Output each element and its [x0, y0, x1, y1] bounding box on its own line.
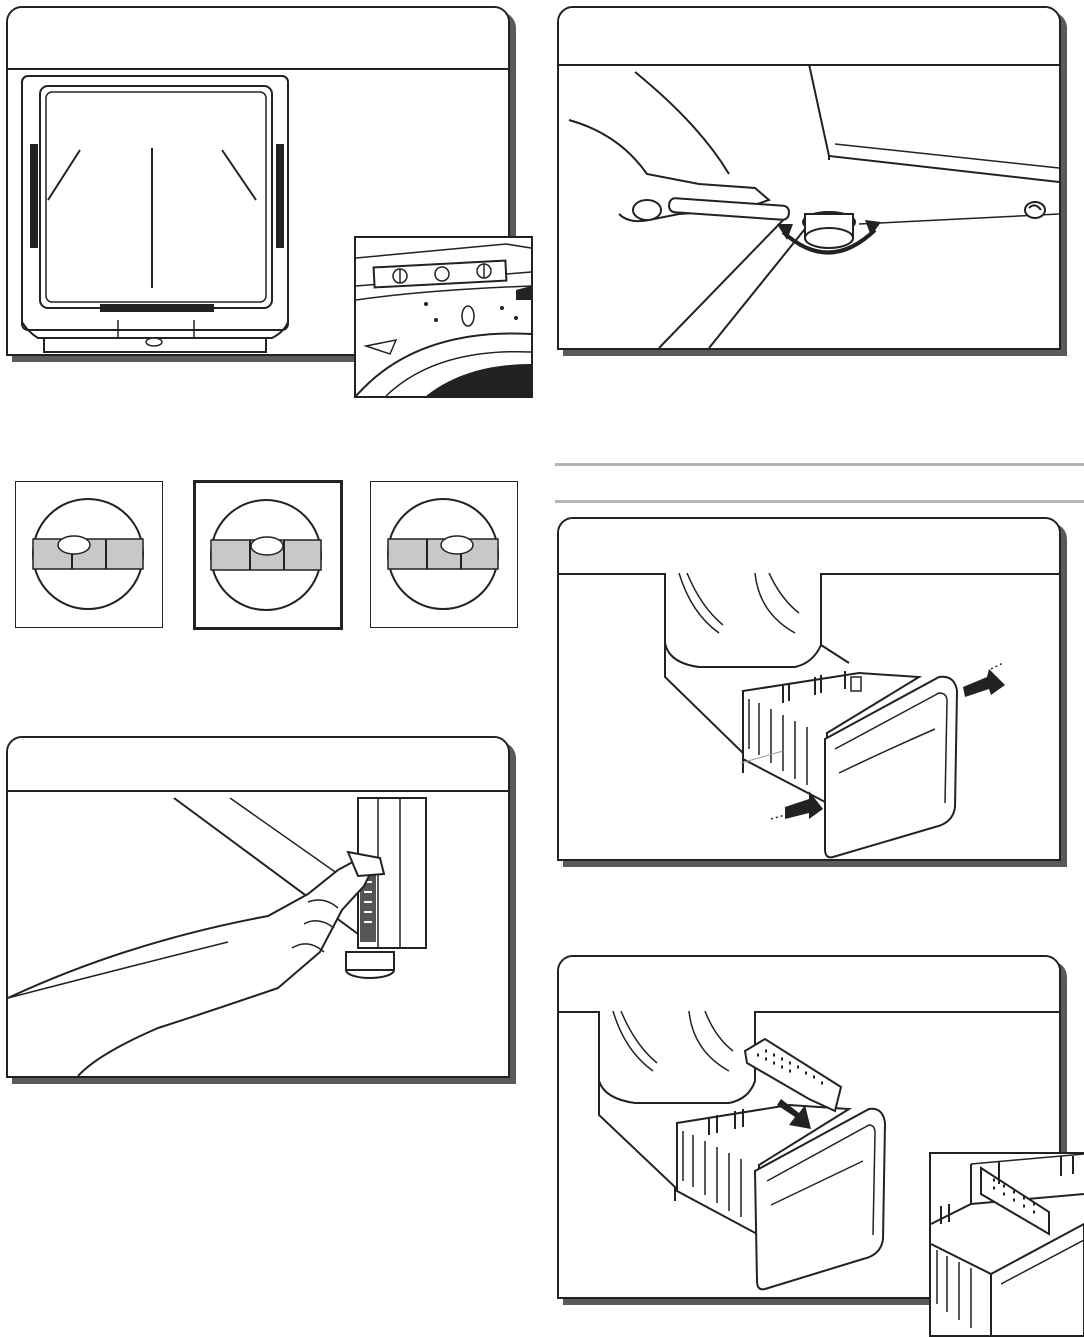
divider-detail-illustration: [931, 1154, 1084, 1335]
bubble-level-left: [15, 481, 163, 628]
section-divider-top: [555, 463, 1084, 466]
bubble-level-right: [370, 481, 518, 628]
wrench-foot-illustration: [8, 792, 508, 1076]
panel-header-bar: [559, 957, 1059, 1013]
panel-header-bar: [559, 8, 1059, 66]
panel-header-bar: [8, 738, 508, 792]
level-on-top-inset: [354, 236, 533, 398]
panel-header-bar: [8, 8, 508, 70]
figure-panel-rear-foot: [557, 6, 1061, 350]
bubble-vial-left: [16, 482, 162, 627]
section-divider-bottom: [555, 500, 1084, 503]
figure-panel-wrench-foot: [6, 736, 510, 1078]
bubble-vial-right: [371, 482, 517, 627]
level-tool-illustration: [356, 238, 531, 396]
figure-panel-drawer-install: [557, 517, 1061, 861]
bubble-vial-centered: [196, 483, 340, 627]
divider-detail-inset: [929, 1152, 1084, 1337]
bubble-level-centered: [193, 480, 343, 630]
panel-header-bar: [559, 519, 1059, 575]
rear-foot-illustration: [559, 64, 1059, 348]
drawer-install-illustration: [559, 573, 1059, 859]
